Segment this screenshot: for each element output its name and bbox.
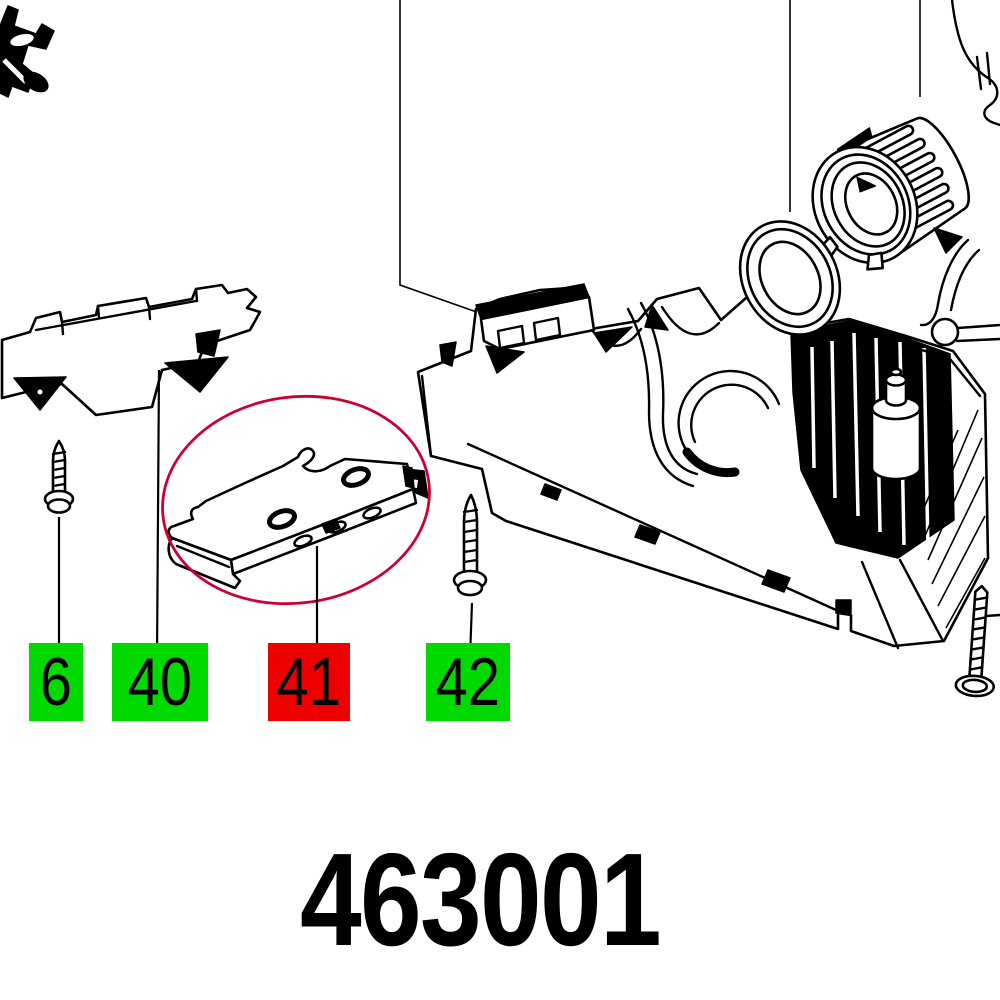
construction-lines	[399, 0, 921, 317]
part-41-plate	[167, 447, 418, 590]
part-label-41-highlighted[interactable]: 41	[268, 643, 350, 721]
leader-lines	[57, 369, 474, 658]
part-42-screw	[452, 493, 488, 597]
catalog-part-number: 463001	[300, 826, 662, 973]
housing-edge-tick	[984, 613, 1000, 618]
part-label-40-text: 40	[127, 644, 193, 720]
part-label-42[interactable]: 42	[426, 643, 510, 721]
lever-part	[919, 227, 1000, 347]
sealing-ring-part	[738, 220, 842, 336]
corner-clip-part	[0, 5, 55, 98]
part-6-screw	[43, 439, 75, 514]
part-label-41-text: 41	[276, 644, 342, 720]
housing-body	[395, 283, 990, 650]
part-label-6-text: 6	[39, 644, 73, 720]
part-label-6[interactable]: 6	[29, 643, 83, 721]
part-label-40[interactable]: 40	[112, 643, 208, 721]
part-label-42-text: 42	[435, 644, 501, 720]
part-40-guide	[0, 283, 262, 417]
leader-line-40	[155, 369, 161, 658]
knob-part	[811, 116, 971, 271]
bottom-right-screw	[954, 584, 996, 698]
highlight-ellipse	[161, 394, 431, 606]
top-right-partial-part	[950, 0, 1000, 127]
